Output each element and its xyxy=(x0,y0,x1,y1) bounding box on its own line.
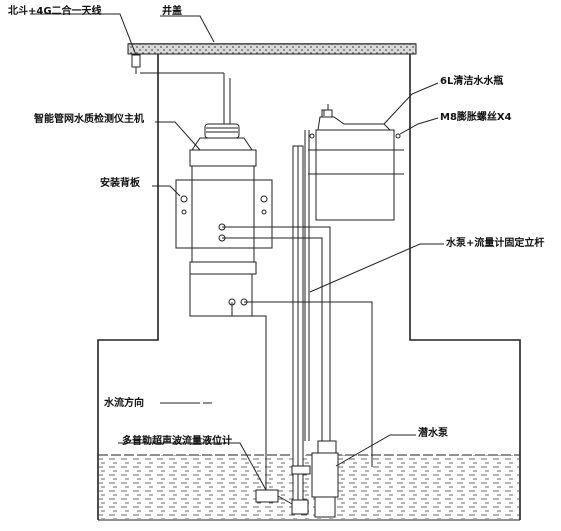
label-flow-direction: 水流方向 xyxy=(103,396,144,409)
mount-plate xyxy=(175,179,273,249)
label-well-cover: 井盖 xyxy=(162,4,182,17)
fixed-pole xyxy=(292,145,304,513)
antenna xyxy=(131,54,231,124)
water-body xyxy=(98,455,520,519)
label-host: 智能管网水质检测仪主机 xyxy=(34,112,144,125)
flowmeter xyxy=(255,489,309,515)
well-cover xyxy=(127,43,417,55)
host-unit xyxy=(189,123,257,317)
label-flowmeter: 多普勒超声波流量液位计 xyxy=(122,434,232,447)
cleaning-bottle xyxy=(308,104,404,221)
label-expansion-bolts: M8膨胀螺丝X4 xyxy=(440,110,512,123)
label-mount-plate: 安装背板 xyxy=(100,176,141,189)
label-cleaning-bottle: 6L清洁水水瓶 xyxy=(440,74,503,87)
well-shaft xyxy=(97,54,521,521)
label-fixed-pole: 水泵+流量计固定立杆 xyxy=(445,236,544,249)
label-pump: 潜水泵 xyxy=(418,426,449,439)
hoses xyxy=(222,130,373,492)
label-antenna: 北斗+4G二合一天线 xyxy=(8,4,102,17)
pump xyxy=(291,440,339,518)
leader-lines xyxy=(30,13,444,491)
